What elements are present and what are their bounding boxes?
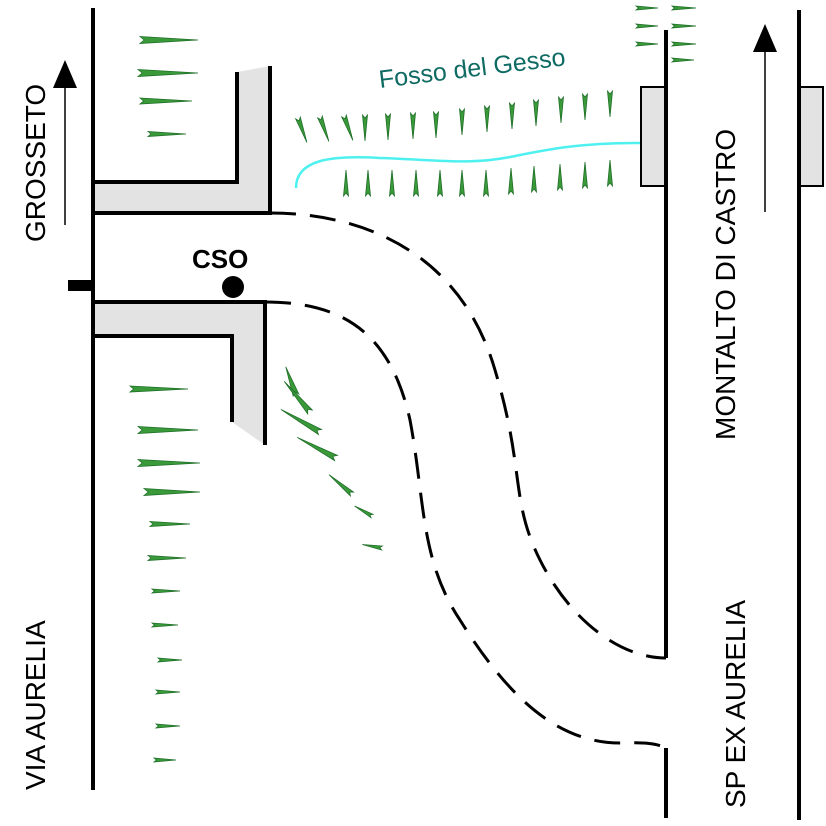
grass-tuft-icon — [409, 111, 417, 140]
grass-tuft-icon — [146, 131, 187, 137]
bridge-abutment-far-right — [798, 86, 824, 187]
grass-tuft-icon — [283, 381, 314, 416]
grass-tuft-icon — [294, 115, 308, 143]
grass-tuft-icon — [634, 5, 659, 11]
grass-tuft-icon — [432, 110, 440, 139]
structure-top-left — [93, 66, 270, 213]
grass-tuft-icon — [296, 436, 339, 462]
dashed-connectors — [264, 211, 667, 750]
structure-bottom-left — [93, 302, 265, 445]
label-sp-ex-aurelia: SP EX AURELIA — [720, 600, 751, 808]
grass-tuft-icon — [328, 474, 355, 498]
grass-tuft-icon — [361, 113, 369, 142]
grass-tuft-icon — [280, 409, 323, 436]
grass-tuft-icon — [670, 41, 697, 47]
grass-tuft-icon — [581, 161, 589, 190]
grass-tuft-icon — [136, 426, 199, 434]
cso-label: CSO — [192, 244, 248, 274]
dashed-connector-upper — [269, 211, 667, 660]
grass-tuft-icon — [146, 555, 187, 561]
road-marker-block — [68, 280, 93, 291]
grass-tuft-icon — [362, 544, 384, 551]
arrow-up-icon — [753, 24, 777, 212]
grass-tuft-icon — [557, 95, 565, 124]
river-label: Fosso del Gesso — [377, 43, 567, 94]
grass-tuft-icon — [482, 169, 490, 198]
grass-tuft-icon — [388, 169, 396, 198]
cso-marker — [222, 276, 244, 298]
grass-tuft-icon — [128, 385, 189, 393]
grass-tuft-icon — [285, 366, 300, 398]
grass-tuft-icon — [670, 5, 697, 11]
arrow-up-icon — [53, 60, 77, 225]
grass-tuft-icon — [412, 169, 420, 198]
grass-tuft-icon — [340, 113, 354, 141]
river-fosso-del-gesso — [294, 141, 641, 189]
grass-tuft-icon — [316, 114, 330, 142]
grass-tuft-icon — [136, 69, 199, 77]
grass-tuft-icon — [138, 97, 193, 105]
structure-bottom-left-edge — [91, 302, 234, 422]
grass-tuft-icon — [364, 169, 372, 198]
grass-tuft-icon — [532, 98, 540, 127]
grass-tuft-icon — [148, 521, 191, 527]
grass-tuft-icon — [458, 107, 466, 136]
grass-tuft-icon — [142, 488, 201, 496]
grass-tuft-icon — [156, 657, 183, 663]
grass-tuft-icon — [634, 23, 659, 29]
grass-tuft-icon — [152, 757, 177, 763]
grass-tuft-icon — [483, 104, 491, 133]
structures — [93, 66, 824, 445]
grass-tuft-icon — [150, 588, 181, 594]
grass-tuft-icon — [581, 92, 589, 121]
grass-tuft-icon — [508, 101, 516, 130]
grass-tuft-icon — [342, 169, 350, 198]
grass-tuft-icon — [384, 112, 392, 141]
grass-tuft-icon — [154, 689, 181, 695]
grass-tuft-icon — [507, 167, 515, 196]
structure-top-left-edge — [93, 72, 239, 184]
grass-tuft-icon — [606, 89, 614, 118]
grass-tuft-icon — [354, 505, 375, 519]
grass-tuft-icon — [154, 723, 181, 729]
grass-tuft-icon — [556, 163, 564, 192]
grass-tuft-icon — [458, 169, 466, 198]
grass-tuft-icon — [138, 36, 199, 44]
grass-tuft-icon — [634, 41, 659, 47]
grass-tuft-icon — [670, 23, 697, 29]
grass-tuft-icon — [136, 459, 201, 467]
grass-tuft-icon — [530, 165, 538, 194]
dashed-connector-lower — [264, 300, 667, 750]
road-outlines — [68, 8, 801, 820]
vegetation — [128, 5, 697, 763]
grass-tuft-icon — [436, 169, 444, 198]
bridge-abutment-right — [640, 86, 667, 187]
grass-tuft-icon — [670, 57, 695, 63]
grass-tuft-icon — [150, 622, 179, 628]
grass-tuft-icon — [606, 159, 614, 188]
label-grosseto: GROSSETO — [20, 84, 51, 242]
label-montalto-di-castro: MONTALTO DI CASTRO — [710, 129, 741, 440]
label-via-aurelia: VIA AURELIA — [20, 620, 51, 790]
